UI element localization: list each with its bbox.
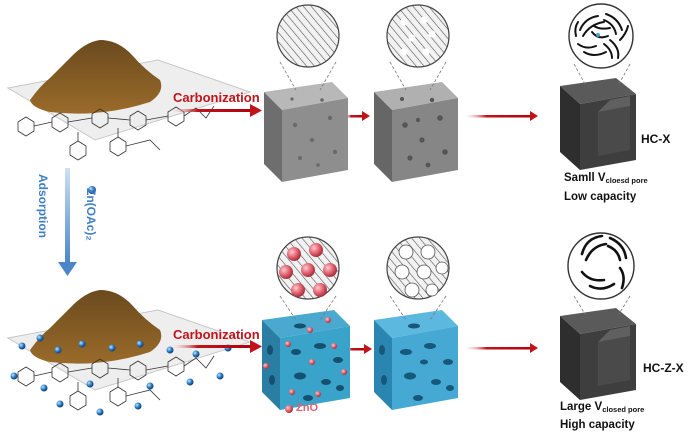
adsorption-text: Adsorption	[36, 174, 50, 238]
high-capacity-label: High capacity	[560, 419, 635, 431]
hc-x-product-cube	[560, 78, 636, 170]
carbonization-arrow-bottom	[168, 340, 262, 353]
zn-salt-label: Zn(OAc)₂	[84, 188, 98, 241]
low-capacity-label: Low capacity	[564, 191, 637, 203]
zoom-circle-hatched-top-1	[276, 4, 340, 91]
zoom-circle-closed-pores-bottom	[567, 232, 635, 315]
carbonization-label-bottom: Carbonization	[173, 327, 260, 342]
carbon-cube-top-2	[374, 82, 458, 182]
step-arrow-top-mid	[344, 111, 370, 121]
small-closed-pore-volume-label: Samll Vcloesd pore	[564, 172, 648, 185]
zoom-circle-pores-top-2	[386, 4, 450, 91]
lignin-structure-top	[17, 105, 215, 161]
carbonization-arrow-top	[168, 104, 262, 117]
lignin-structure-bottom	[17, 355, 215, 411]
zoom-circle-closed-pores-top	[568, 3, 634, 85]
v-top-subscript: cloesd pore	[605, 176, 648, 185]
step-arrow-bottom-mid	[344, 344, 372, 354]
large-closed-pore-volume-label: Large Vclosed pore	[560, 401, 644, 414]
adsorption-label: Adsorption	[36, 174, 50, 238]
zn-adsorbed-balls	[10, 334, 232, 416]
zno-loaded-cube	[262, 310, 350, 410]
step-arrow-top-right	[462, 111, 538, 121]
zno-legend-label: ZnO	[296, 402, 318, 414]
zn-ion-icon	[88, 186, 96, 194]
carbonization-label-top: Carbonization	[173, 90, 260, 105]
porous-carbon-cube-bottom	[374, 310, 458, 410]
zoom-circle-zno-particles	[276, 236, 340, 321]
biomass-bottom	[6, 290, 252, 416]
v-top-prefix: Samll V	[564, 172, 606, 184]
hc-x-label: HC-X	[641, 132, 671, 146]
hc-z-x-product-cube	[560, 308, 636, 400]
v-bottom-prefix: Large V	[560, 401, 603, 413]
zoom-circle-large-pores	[386, 236, 450, 321]
zno-legend-icon	[285, 405, 293, 413]
v-bottom-subscript: closed pore	[602, 405, 645, 414]
zn-salt-text: Zn(OAc)₂	[84, 188, 98, 241]
biomass-top	[6, 40, 252, 161]
carbon-cube-top-1	[264, 82, 348, 182]
hc-z-x-label: HC-Z-X	[643, 361, 684, 375]
step-arrow-bottom-right	[462, 343, 538, 353]
adsorption-arrow	[58, 168, 77, 276]
